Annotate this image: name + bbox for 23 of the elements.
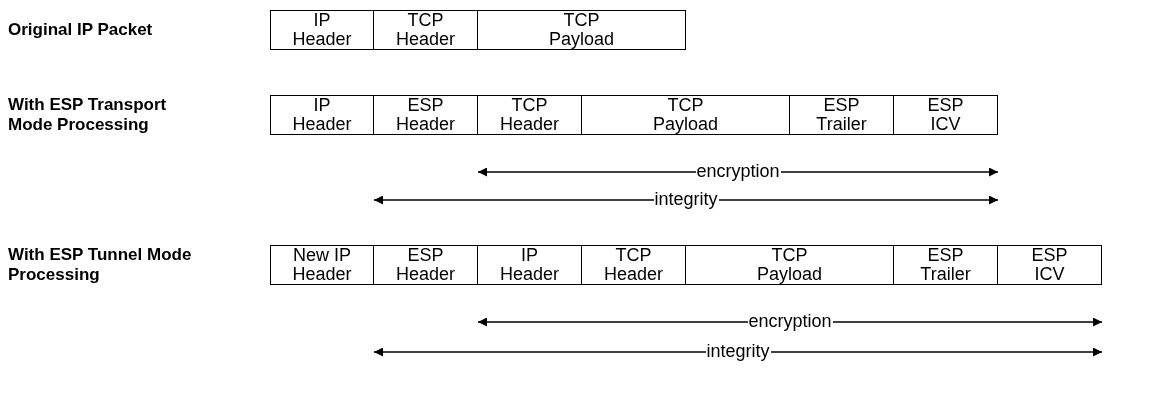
range-label: integrity — [653, 189, 719, 209]
header-field: TCP Header — [477, 95, 582, 135]
header-field: IP Header — [477, 245, 582, 285]
header-field: ESP Header — [373, 245, 478, 285]
payload-field: TCP Payload — [477, 10, 686, 50]
payload-field: TCP Payload — [685, 245, 894, 285]
header-field: IP Header — [270, 10, 374, 50]
icv-field: ESP ICV — [893, 95, 998, 135]
row-title: With ESP Transport Mode Processing — [8, 95, 168, 135]
header-field: TCP Header — [581, 245, 686, 285]
row-title: Original IP Packet — [8, 20, 154, 40]
row-title: With ESP Tunnel Mode Processing — [8, 245, 193, 285]
payload-field: TCP Payload — [581, 95, 790, 135]
header-field: ESP Header — [373, 95, 478, 135]
trailer-field: ESP Trailer — [789, 95, 894, 135]
range-label: encryption — [695, 161, 781, 181]
range-label: encryption — [747, 311, 833, 331]
header-field: TCP Header — [373, 10, 478, 50]
header-field: IP Header — [270, 95, 374, 135]
icv-field: ESP ICV — [997, 245, 1102, 285]
trailer-field: ESP Trailer — [893, 245, 998, 285]
range-label: integrity — [705, 341, 771, 361]
header-field: New IP Header — [270, 245, 374, 285]
